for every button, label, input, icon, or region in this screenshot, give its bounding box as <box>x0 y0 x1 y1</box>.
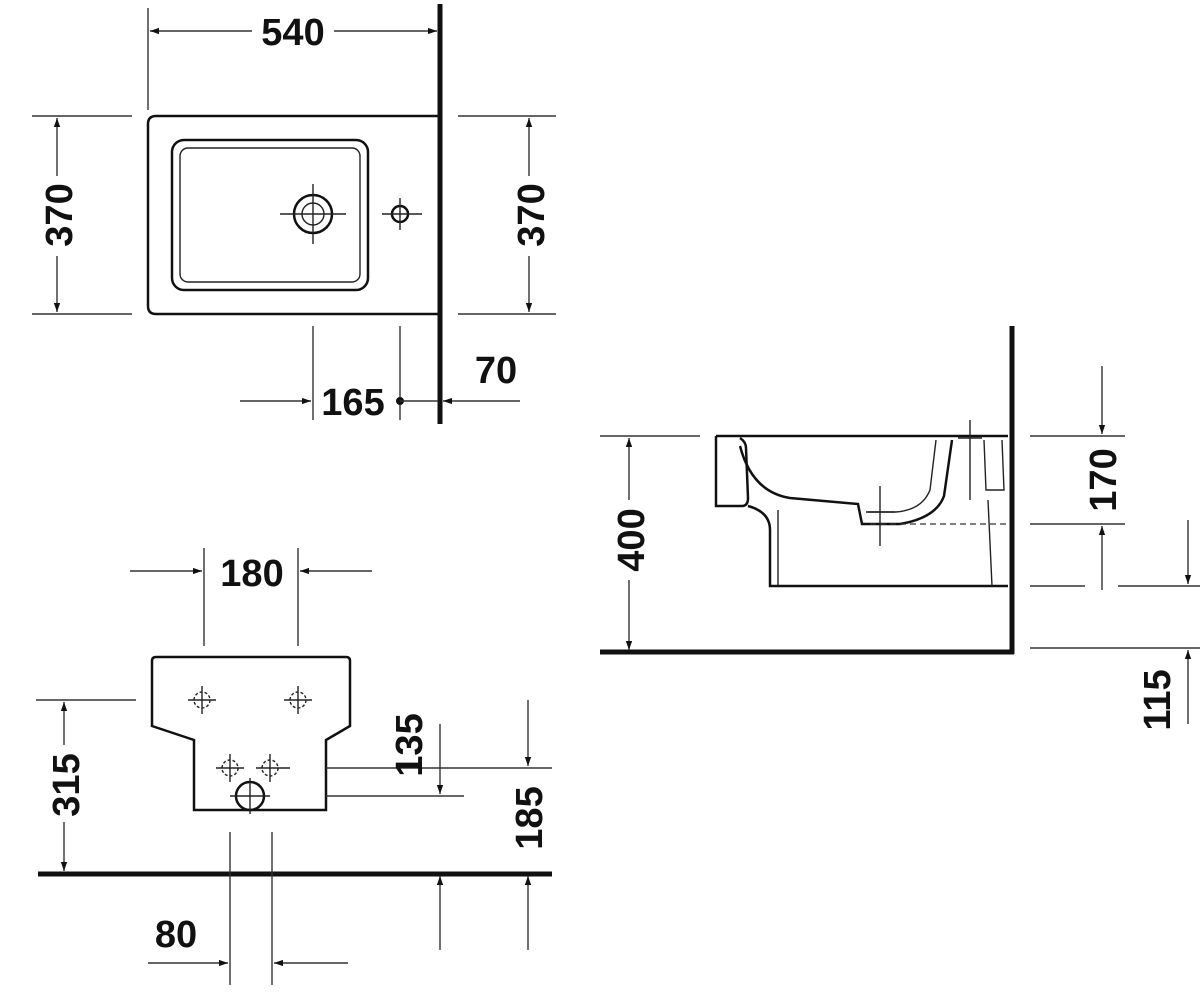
dim-bowl-depth-label: 170 <box>1083 448 1125 511</box>
front-view-waste <box>230 778 270 814</box>
dim-depth-right-label: 370 <box>511 183 553 246</box>
dim-height-to-fixings-label: 315 <box>46 753 88 816</box>
dim-wall-gap-label: 70 <box>475 350 517 392</box>
dim-fixing-spacing-label: 180 <box>220 553 283 595</box>
dim-tap-offset-label: 165 <box>321 382 384 424</box>
dim-rim-height-label: 400 <box>611 508 653 571</box>
side-view-back <box>983 439 1005 587</box>
front-view: 180 315 135 185 80 <box>36 548 552 985</box>
dim-depth-left-label: 370 <box>39 183 81 246</box>
dim-waste-width-label: 80 <box>155 914 197 956</box>
dim-drain-height-label: 115 <box>1137 669 1179 730</box>
side-view-rim <box>714 434 1008 508</box>
top-view-tap-hole <box>382 198 422 230</box>
front-view-outline <box>150 655 352 812</box>
front-view-fixing-left <box>188 686 216 714</box>
dim-waste-height-label: 185 <box>509 786 551 849</box>
side-view-bowl-inner <box>868 439 937 513</box>
dim-waste-offset-label: 135 <box>389 713 431 776</box>
front-view-supply-left <box>216 754 244 782</box>
top-view-waste <box>280 184 346 244</box>
top-view-bowl-inner <box>179 147 361 283</box>
side-view: 400 170 115 <box>600 326 1200 731</box>
top-view: 540 370 370 165 70 <box>32 4 556 424</box>
side-view-pedestal <box>747 504 1008 588</box>
top-view-bowl-outer <box>170 138 370 292</box>
top-view-outline <box>146 114 438 316</box>
front-view-supply-right <box>256 754 290 782</box>
front-view-fixing-right <box>284 686 312 714</box>
dim-width-label: 540 <box>261 12 324 54</box>
side-view-bowl <box>738 439 954 526</box>
